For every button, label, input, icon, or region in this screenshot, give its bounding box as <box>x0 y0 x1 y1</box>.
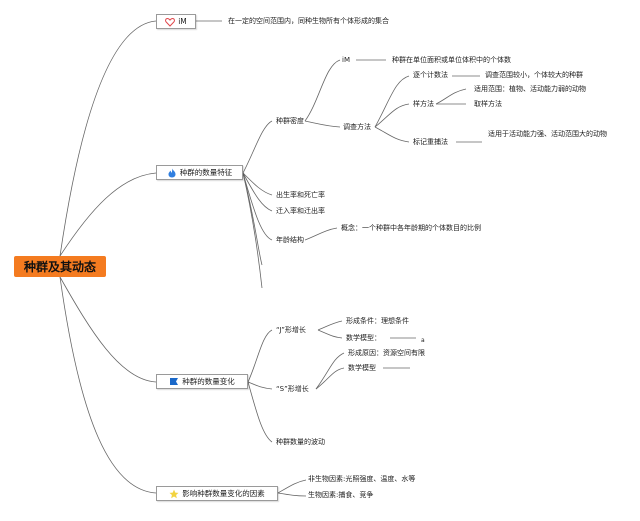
quadrat-method-label: 样方法 <box>413 100 434 108</box>
s-growth-cause: 形成原因：资源空间有限 <box>348 349 425 357</box>
j-growth-label: “J”形增长 <box>276 326 306 334</box>
count-method-label: 逐个计数法 <box>413 71 448 79</box>
branch-label-influencing-factors: 影响种群数量变化的因素 <box>182 489 265 498</box>
branch-node-quantity-features[interactable]: 种群的数量特征 <box>156 165 243 180</box>
density-label: 种群密度 <box>276 117 304 125</box>
root-label: 种群及其动态 <box>23 260 96 274</box>
branch-node-influencing-factors[interactable]: 影响种群数量变化的因素 <box>156 486 278 501</box>
j-growth-model: 数学模型： <box>346 334 381 342</box>
density-im-label: iM <box>342 56 350 64</box>
branch-label-quantity-change: 种群的数量变化 <box>182 377 235 386</box>
flame-icon <box>168 168 176 177</box>
population-fluctuation: 种群数量的波动 <box>276 438 325 446</box>
heart-icon <box>165 17 176 27</box>
age-structure-label: 年龄结构 <box>276 236 304 244</box>
flag-icon <box>170 377 179 385</box>
density-definition: 种群在单位面积或单位体积中的个体数 <box>392 56 511 64</box>
mark-recapture-scope: 适用于活动能力强、活动范围大的动物 <box>488 130 607 138</box>
biotic-factors: 生物因素:捕食、竞争 <box>308 491 374 499</box>
age-structure-concept: 概念：一个种群中各年龄期的个体数目的比例 <box>341 224 481 232</box>
star-icon <box>169 489 179 498</box>
survey-method-label: 调查方法 <box>343 123 371 131</box>
branch-node-concept[interactable]: iM <box>156 14 196 29</box>
migration-rate: 迁入率和迁出率 <box>276 207 325 215</box>
j-growth-condition: 形成条件：理想条件 <box>346 317 409 325</box>
concept-definition: 在一定的空间范围内，同种生物所有个体形成的集合 <box>228 17 389 25</box>
s-growth-label: “S”形增长 <box>276 385 309 393</box>
count-method-note: 调查范围较小，个体较大的种群 <box>485 71 583 79</box>
quadrat-sampling: 取样方法 <box>474 100 502 108</box>
abiotic-factors: 非生物因素:光照强度、温度、水等 <box>308 475 416 483</box>
root-node[interactable]: 种群及其动态 <box>14 256 106 277</box>
quadrat-scope: 适用范围：植物、活动能力弱的动物 <box>474 85 586 93</box>
branch-label-quantity-features: 种群的数量特征 <box>179 168 233 177</box>
j-growth-model-suffix: a <box>421 337 425 344</box>
mark-recapture-label: 标记重捕法 <box>413 138 448 146</box>
branch-label-concept: iM <box>178 17 187 26</box>
birth-death-rate: 出生率和死亡率 <box>276 191 325 199</box>
branch-node-quantity-change[interactable]: 种群的数量变化 <box>156 374 248 389</box>
s-growth-model: 数学模型 <box>348 364 376 372</box>
